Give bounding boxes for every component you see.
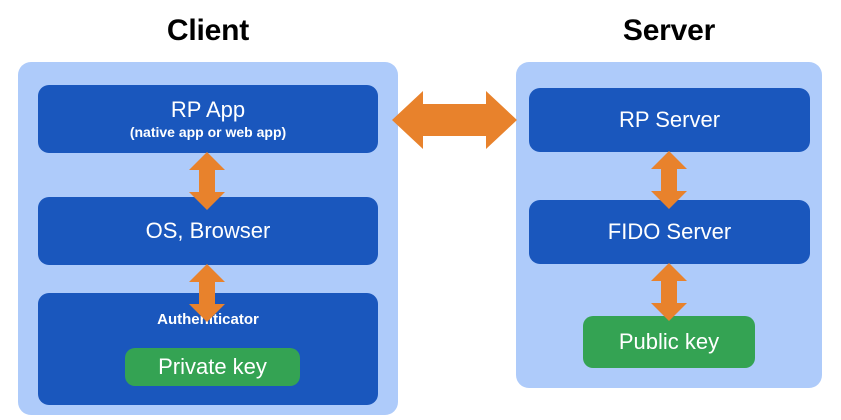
arrow-os-browser-to-authenticator-icon bbox=[187, 264, 227, 322]
box-rp-app-subtitle: (native app or web app) bbox=[129, 124, 287, 140]
client-column-title: Client bbox=[166, 14, 250, 47]
box-os-browser-title: OS, Browser bbox=[145, 218, 271, 243]
box-fido-server-title: FIDO Server bbox=[607, 219, 732, 244]
box-rp-server[interactable]: RP Server bbox=[529, 88, 810, 152]
arrow-rp-app-to-os-browser-icon bbox=[187, 152, 227, 210]
server-column-title: Server bbox=[622, 14, 716, 47]
box-rp-server-title: RP Server bbox=[618, 107, 721, 132]
public-key-chip[interactable]: Public key bbox=[583, 316, 755, 368]
box-fido-server[interactable]: FIDO Server bbox=[529, 200, 810, 264]
box-rp-app-title: RP App bbox=[170, 97, 246, 122]
arrow-fido-server-to-public-key-icon bbox=[649, 263, 689, 321]
private-key-chip[interactable]: Private key bbox=[125, 348, 300, 386]
arrow-client-to-server-icon bbox=[392, 89, 517, 151]
box-rp-app[interactable]: RP App (native app or web app) bbox=[38, 85, 378, 153]
arrow-rp-server-to-fido-server-icon bbox=[649, 151, 689, 209]
